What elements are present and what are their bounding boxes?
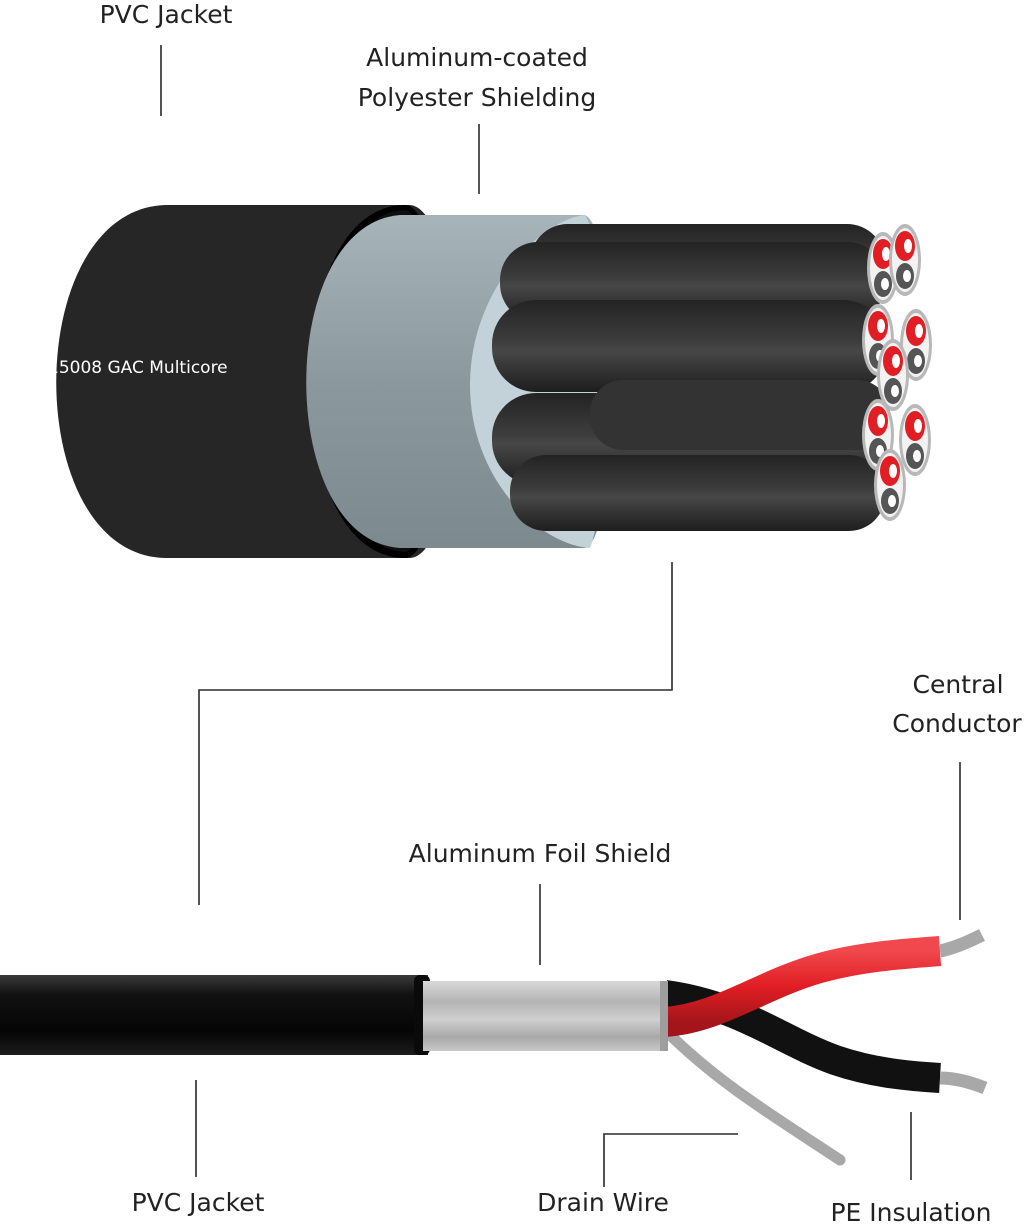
jacket-print: 15008 GAC Multicore: [48, 358, 228, 378]
foil-shield-end: [660, 981, 668, 1051]
core-tube: [510, 455, 885, 531]
core-pair-end: [889, 224, 921, 296]
label-central-line2: Conductor: [892, 709, 1022, 738]
labels: PVC Jacket Aluminum-coated Polyester Shi…: [100, 0, 1023, 1227]
black-conductor-tip: [939, 1071, 988, 1095]
label-top-shield-line2: Polyester Shielding: [358, 83, 597, 112]
label-foil-shield: Aluminum Foil Shield: [409, 839, 672, 868]
label-pe-insulation: PE Insulation: [830, 1198, 991, 1227]
label-bottom-pvc-jacket: PVC Jacket: [132, 1188, 265, 1217]
core-pair-end: [874, 449, 906, 521]
core-tube: [492, 300, 887, 392]
label-drain-wire: Drain Wire: [537, 1188, 669, 1217]
core-tube: [590, 380, 890, 450]
drain-wire: [659, 1024, 846, 1166]
bottom-cable: [0, 929, 988, 1166]
core-end-faces: [862, 224, 932, 521]
red-conductor: [663, 936, 942, 1037]
label-top-pvc-jacket: PVC Jacket: [100, 0, 233, 29]
label-top-shield-line1: Aluminum-coated: [366, 43, 588, 72]
leader-lines: [160, 45, 961, 1187]
red-conductor-tip: [938, 929, 985, 958]
aluminum-foil-shield: [423, 981, 668, 1051]
core-pair-end: [867, 232, 899, 304]
top-cable: 15008 GAC Multicore: [48, 205, 932, 558]
label-central-line1: Central: [912, 670, 1003, 699]
core-pair-end: [899, 404, 931, 476]
core-pair-end: [877, 339, 909, 411]
top-cores: [492, 224, 890, 531]
bottom-pvc-jacket: [0, 975, 428, 1055]
